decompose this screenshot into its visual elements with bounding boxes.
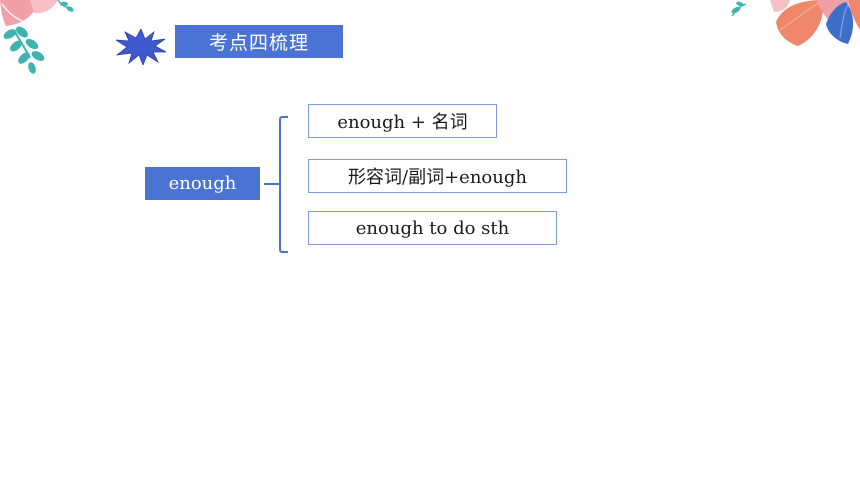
center-node: enough (145, 167, 260, 200)
brace-connector (264, 116, 288, 253)
usage-node-2: 形容词/副词+enough (308, 159, 567, 193)
leaf-decoration-right (731, 0, 860, 46)
usage-node-1: enough + 名词 (308, 104, 497, 138)
leaf-decoration-left (0, 0, 74, 74)
section-title: 考点四梳理 (175, 25, 343, 58)
usage-node-3: enough to do sth (308, 211, 557, 245)
starburst-icon (116, 29, 166, 65)
